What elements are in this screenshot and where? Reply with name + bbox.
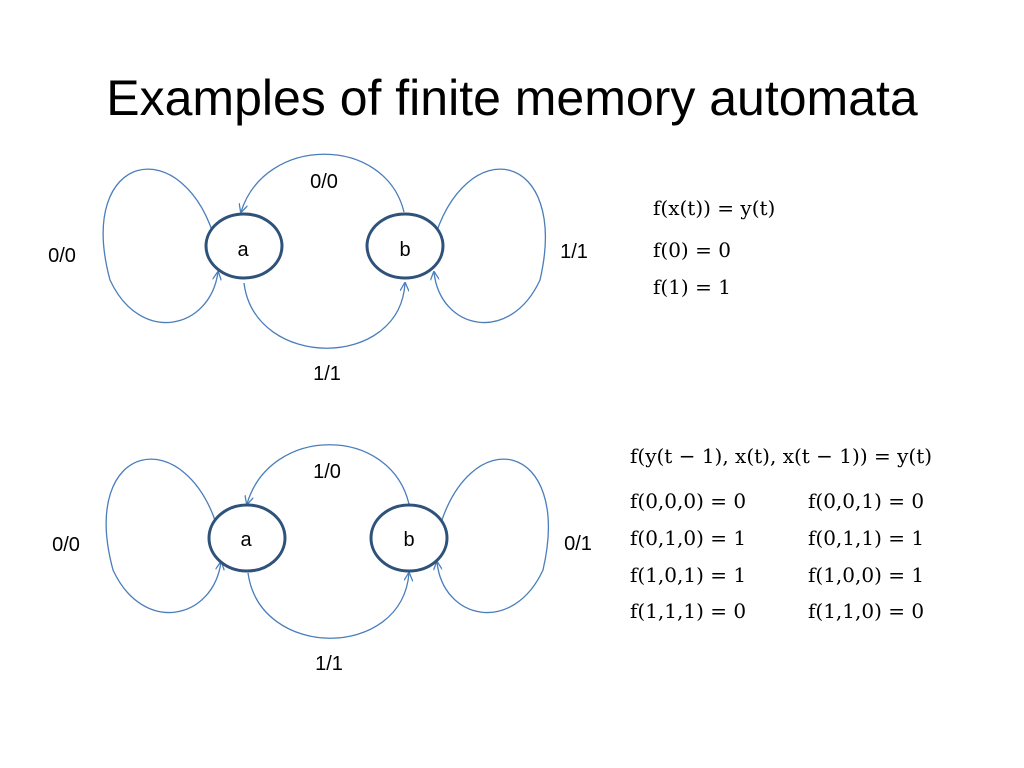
state-b-label-1: b bbox=[399, 239, 410, 261]
slide-title: Examples of finite memory automata bbox=[106, 70, 918, 126]
formula-row-4: f(0,0,1) = 0 bbox=[808, 489, 925, 513]
state-a-label-1: a bbox=[237, 239, 249, 261]
edge-a-to-b-1 bbox=[243, 283, 405, 349]
edge-a-self-2 bbox=[105, 458, 221, 614]
formula-row-7: f(1,0,1) = 1 bbox=[630, 563, 747, 587]
automaton-2: a b 0/0 1/0 1/1 0/1 bbox=[52, 444, 592, 675]
formula-row-9: f(1,1,1) = 0 bbox=[630, 599, 747, 623]
transition-label-a-self-1: 0/0 bbox=[48, 245, 76, 267]
formula-definition-2: f(y(t − 1), x(t), x(t − 1)) = y(t) bbox=[630, 444, 933, 468]
formula-definition-1: f(x(t)) = y(t) bbox=[653, 196, 776, 220]
transition-label-b-self-2: 0/1 bbox=[564, 533, 592, 555]
formula-row-2: f(1) = 1 bbox=[653, 275, 731, 299]
formula-row-10: f(1,1,0) = 0 bbox=[808, 599, 925, 623]
edge-a-to-b-2 bbox=[247, 573, 409, 639]
state-a-node-1 bbox=[204, 212, 284, 280]
transition-label-a-to-b-1: 1/1 bbox=[313, 363, 341, 385]
transition-label-a-self-2: 0/0 bbox=[52, 534, 80, 556]
edge-b-to-a-1 bbox=[241, 153, 405, 212]
state-b-node-1 bbox=[365, 212, 445, 280]
automaton-1: a b 0/0 0/0 1/1 1/1 bbox=[48, 153, 588, 385]
state-a-label-2: a bbox=[240, 529, 252, 551]
transition-label-b-self-1: 1/1 bbox=[560, 241, 588, 263]
transition-label-b-to-a-2: 1/0 bbox=[313, 461, 341, 483]
formula-row-8: f(1,0,0) = 1 bbox=[808, 563, 925, 587]
edge-b-self-1 bbox=[433, 168, 546, 324]
formula-row-1: f(0) = 0 bbox=[653, 238, 731, 262]
transition-label-a-to-b-2: 1/1 bbox=[315, 653, 343, 675]
edge-b-self-2 bbox=[437, 458, 549, 614]
edge-b-to-a-2 bbox=[247, 444, 410, 504]
edge-a-self-1 bbox=[102, 168, 218, 324]
state-a-node-2 bbox=[207, 503, 287, 573]
formula-row-5: f(0,1,0) = 1 bbox=[630, 526, 747, 550]
formula-row-6: f(0,1,1) = 1 bbox=[808, 526, 925, 550]
state-b-label-2: b bbox=[403, 529, 414, 551]
formula-row-3: f(0,0,0) = 0 bbox=[630, 489, 747, 513]
transition-label-b-to-a-1: 0/0 bbox=[310, 171, 338, 193]
state-b-node-2 bbox=[369, 503, 449, 573]
